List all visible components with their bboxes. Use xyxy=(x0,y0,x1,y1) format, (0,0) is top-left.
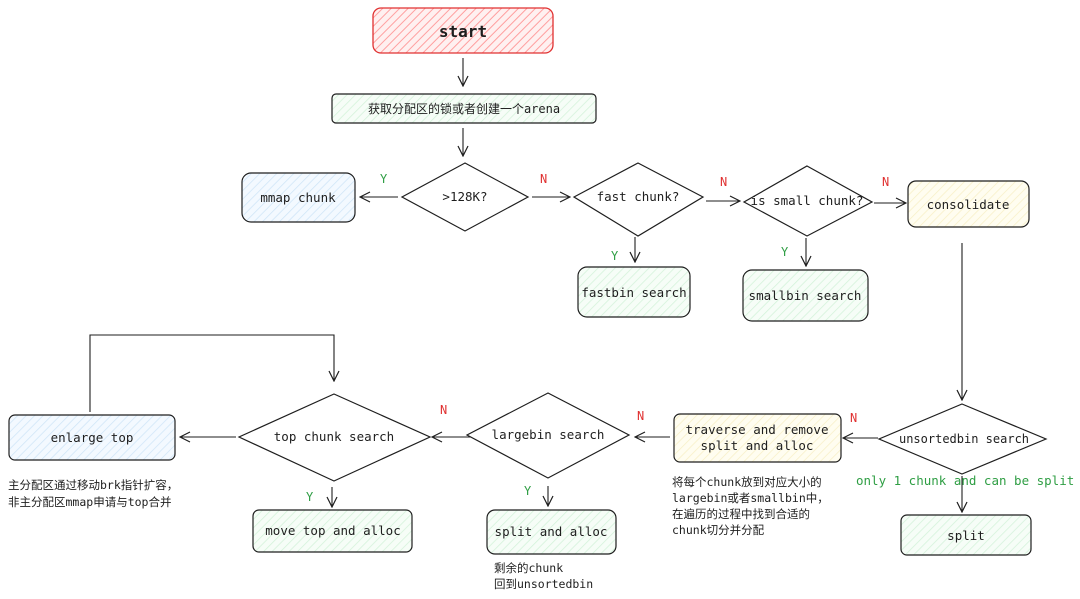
node-fastbin-search-label: fastbin search xyxy=(581,285,686,300)
note-traverse-line2: largebin或者smallbin中， xyxy=(672,491,829,505)
label-fast-yes: Y xyxy=(611,249,619,263)
label-size-yes: Y xyxy=(380,172,388,186)
label-small-no: N xyxy=(882,175,889,189)
node-enlarge-top: enlarge top xyxy=(8,414,176,461)
label-largebin-yes: Y xyxy=(524,484,532,498)
node-consolidate: consolidate xyxy=(907,180,1030,228)
edge-enlarge-loop-to-topchunk xyxy=(89,334,334,412)
node-mmap-chunk: mmap chunk xyxy=(241,172,356,223)
node-small-chunk-label: is small chunk? xyxy=(751,193,864,208)
note-traverse-line4: chunk切分并分配 xyxy=(672,523,765,537)
note-traverse-line3: 在遍历的过程中找到合适的 xyxy=(672,507,810,521)
edge-labels: Y N N N Y Y N N N Y Y only 1 chunk and c… xyxy=(306,172,1074,504)
node-top-chunk-search: top chunk search xyxy=(237,393,432,482)
node-get-arena: 获取分配区的锁或者创建一个arena xyxy=(331,93,597,124)
node-consolidate-label: consolidate xyxy=(927,197,1010,212)
node-unsortedbin-search-label: unsortedbin search xyxy=(899,432,1029,446)
note-split-alloc-line1: 剩余的chunk xyxy=(494,561,563,575)
node-traverse: traverse and remove split and alloc xyxy=(673,413,842,463)
node-split-label: split xyxy=(947,528,985,543)
node-largebin-search: largebin search xyxy=(465,392,631,479)
node-move-top: move top and alloc xyxy=(252,509,413,553)
node-traverse-label-line2: split and alloc xyxy=(701,438,814,453)
note-enlarge-top-line1: 主分配区通过移动brk指针扩容， xyxy=(8,478,178,492)
node-start: start xyxy=(372,7,554,54)
label-unsorted-only: only 1 chunk and can be split xyxy=(856,473,1074,488)
node-fastbin-search: fastbin search xyxy=(577,266,691,318)
node-start-label: start xyxy=(439,22,487,41)
node-split-alloc-label: split and alloc xyxy=(495,524,608,539)
node-small-chunk: is small chunk? xyxy=(742,165,874,237)
note-split-alloc: 剩余的chunk 回到unsortedbin xyxy=(494,561,593,591)
node-smallbin-search: smallbin search xyxy=(742,269,869,322)
note-enlarge-top-line2: 非主分配区mmap申请与top合并 xyxy=(8,495,171,509)
node-size-check: >128K? xyxy=(400,162,530,232)
label-small-yes: Y xyxy=(781,245,789,259)
node-get-arena-label: 获取分配区的锁或者创建一个arena xyxy=(368,101,560,116)
label-largebin-no: N xyxy=(637,409,644,423)
node-move-top-label: move top and alloc xyxy=(265,523,400,538)
label-topchunk-yes: Y xyxy=(306,490,314,504)
node-top-chunk-search-label: top chunk search xyxy=(274,429,394,444)
node-fast-chunk-label: fast chunk? xyxy=(597,189,680,204)
node-largebin-search-label: largebin search xyxy=(492,427,605,442)
label-unsorted-no: N xyxy=(850,411,857,425)
note-enlarge-top: 主分配区通过移动brk指针扩容， 非主分配区mmap申请与top合并 xyxy=(8,478,178,509)
node-smallbin-search-label: smallbin search xyxy=(749,288,862,303)
label-fast-no: N xyxy=(720,175,727,189)
node-enlarge-top-label: enlarge top xyxy=(51,430,134,445)
node-traverse-label-line1: traverse and remove xyxy=(686,422,829,437)
note-traverse-line1: 将每个chunk放到对应大小的 xyxy=(672,475,822,489)
node-split-alloc: split and alloc xyxy=(486,509,617,555)
note-traverse: 将每个chunk放到对应大小的 largebin或者smallbin中， 在遍历… xyxy=(672,475,829,537)
node-fast-chunk: fast chunk? xyxy=(572,162,705,237)
label-size-no: N xyxy=(540,172,547,186)
node-split: split xyxy=(900,514,1032,556)
label-topchunk-no: N xyxy=(440,403,447,417)
node-size-check-label: >128K? xyxy=(442,189,487,204)
node-unsortedbin-search: unsortedbin search xyxy=(877,403,1048,475)
note-split-alloc-line2: 回到unsortedbin xyxy=(494,577,593,591)
node-mmap-chunk-label: mmap chunk xyxy=(260,190,336,205)
